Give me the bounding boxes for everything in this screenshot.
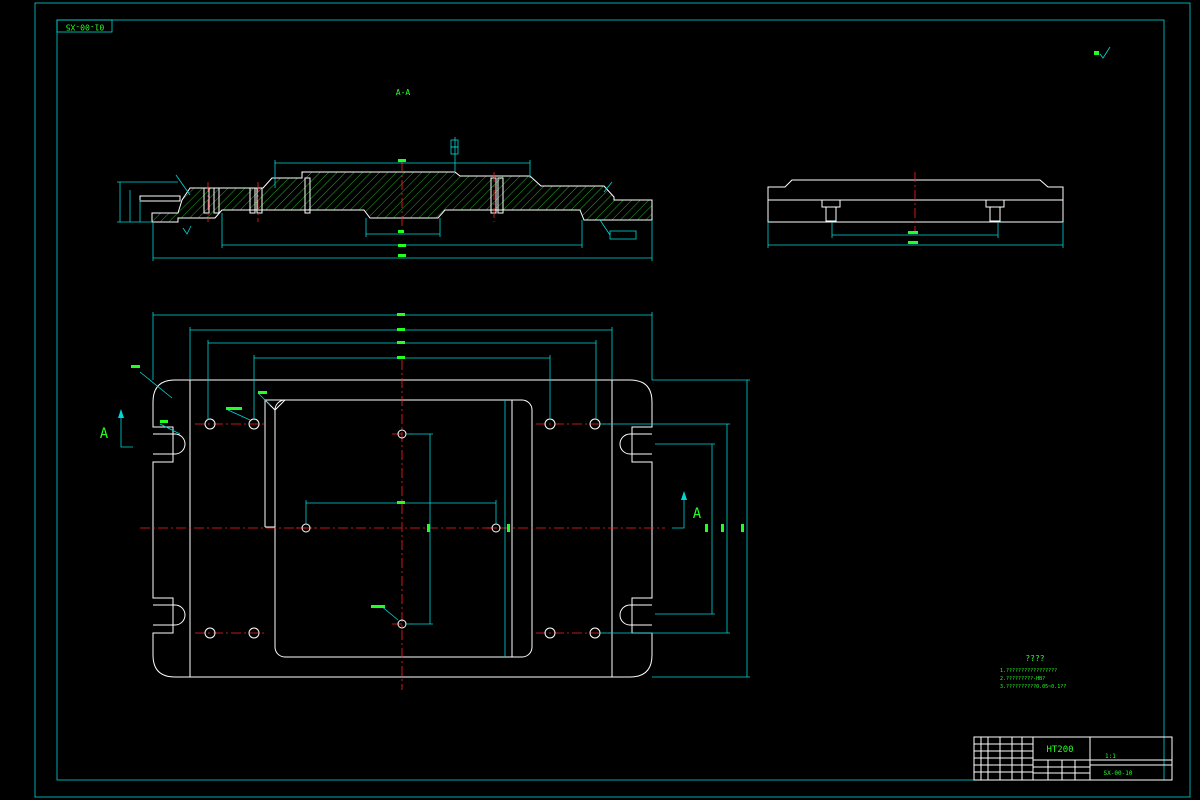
- side-view: [767, 172, 1064, 248]
- section-label: A-A: [396, 88, 411, 97]
- title-block: HT200 1:1 SX-00-10: [973, 736, 1173, 781]
- section-view-aa: [139, 162, 653, 232]
- plan-view: [140, 360, 665, 690]
- outer-border: [34, 2, 1191, 798]
- drawing-code-box: 01-00-X5: [56, 19, 113, 33]
- plan-view-dimensions: [131, 159, 918, 678]
- roughness-symbol-icon: [1094, 46, 1111, 59]
- section-marker-left: A: [100, 409, 133, 448]
- section-marker-right-label: A: [693, 506, 702, 522]
- section-marker-left-label: A: [100, 426, 109, 442]
- bolt-hole: [204, 418, 216, 430]
- title-block-grid: [974, 737, 1090, 780]
- bolt-hole: [204, 627, 216, 639]
- tech-req-line-2: 2.?????????-HB?: [1000, 676, 1045, 682]
- material-label: HT200: [1046, 745, 1073, 755]
- bolt-hole: [544, 627, 556, 639]
- tech-req-title: ????: [1025, 654, 1044, 663]
- title-block-code: SX-00-10: [1104, 770, 1133, 777]
- technical-requirements: ???? 1.????????????????? 2.?????????-HB?…: [1000, 654, 1066, 690]
- drawing-code: 01-00-X5: [66, 23, 105, 32]
- bolt-hole: [248, 627, 260, 639]
- tech-req-line-3: 3.??????????0.05~0.1??: [1000, 684, 1066, 690]
- section-marker-right: A: [672, 491, 702, 529]
- tech-req-line-1: 1.?????????????????: [1000, 668, 1057, 674]
- title-block-scale: 1:1: [1105, 753, 1116, 760]
- inner-border: [56, 19, 1165, 781]
